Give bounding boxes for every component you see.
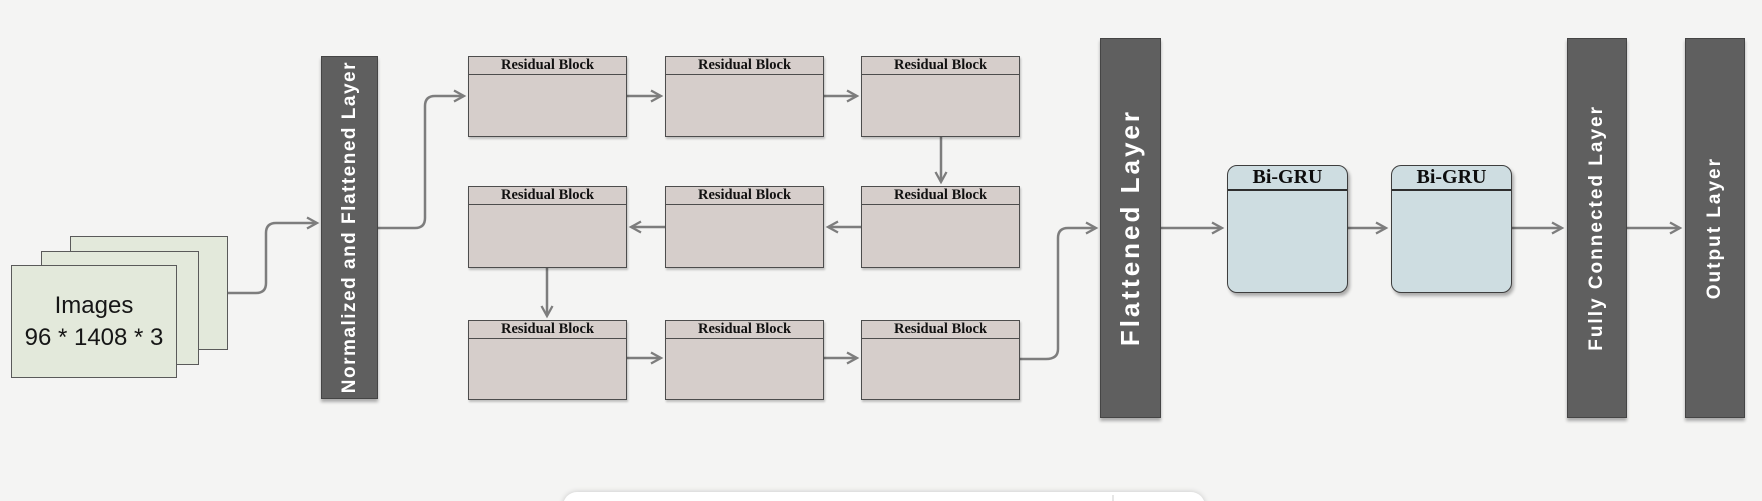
normalized-flattened-layer-label: Normalized and Flattened Layer: [338, 61, 360, 394]
residual-block-1-2[interactable]: Residual Block: [665, 56, 824, 137]
output-layer-label: Output Layer: [1704, 156, 1725, 300]
residual-block-2-3[interactable]: Residual Block: [861, 186, 1020, 268]
residual-block-title: Residual Block: [862, 321, 1019, 339]
residual-block-2-1[interactable]: Residual Block: [468, 186, 627, 268]
arrow-res-3-3-to-flattened: [1020, 221, 1099, 361]
fully-connected-layer-bar[interactable]: Fully Connected Layer: [1567, 38, 1627, 418]
residual-block-1-1[interactable]: Residual Block: [468, 56, 627, 137]
bigru-title: Bi-GRU: [1228, 166, 1347, 191]
residual-block-title: Residual Block: [666, 187, 823, 205]
bigru-block-2[interactable]: Bi-GRU: [1391, 165, 1512, 293]
bottom-toolbar-panel[interactable]: [563, 492, 1205, 501]
bigru-block-1[interactable]: Bi-GRU: [1227, 165, 1348, 293]
input-images-node[interactable]: Images 96 * 1408 * 3: [11, 265, 177, 378]
residual-block-title: Residual Block: [469, 321, 626, 339]
flattened-layer-label: Flattened Layer: [1115, 109, 1145, 347]
residual-block-title: Residual Block: [666, 57, 823, 75]
residual-block-3-3[interactable]: Residual Block: [861, 320, 1020, 400]
toolbar-divider: [1112, 495, 1114, 501]
arrow-input-to-normalized: [228, 216, 320, 295]
residual-block-title: Residual Block: [469, 57, 626, 75]
input-images-dimensions: 96 * 1408 * 3: [24, 323, 164, 351]
normalized-flattened-layer-bar[interactable]: Normalized and Flattened Layer: [321, 56, 378, 399]
flattened-layer-bar[interactable]: Flattened Layer: [1100, 38, 1161, 418]
residual-block-title: Residual Block: [862, 57, 1019, 75]
fully-connected-layer-label: Fully Connected Layer: [1586, 105, 1607, 351]
residual-block-title: Residual Block: [666, 321, 823, 339]
arrow-normalized-to-res-1-1: [378, 89, 467, 230]
output-layer-bar[interactable]: Output Layer: [1685, 38, 1745, 418]
residual-block-3-1[interactable]: Residual Block: [468, 320, 627, 400]
residual-block-title: Residual Block: [469, 187, 626, 205]
residual-block-1-3[interactable]: Residual Block: [861, 56, 1020, 137]
residual-block-2-2[interactable]: Residual Block: [665, 186, 824, 268]
bigru-title: Bi-GRU: [1392, 166, 1511, 191]
input-images-label: Images: [54, 291, 134, 319]
residual-block-title: Residual Block: [862, 187, 1019, 205]
residual-block-3-2[interactable]: Residual Block: [665, 320, 824, 400]
